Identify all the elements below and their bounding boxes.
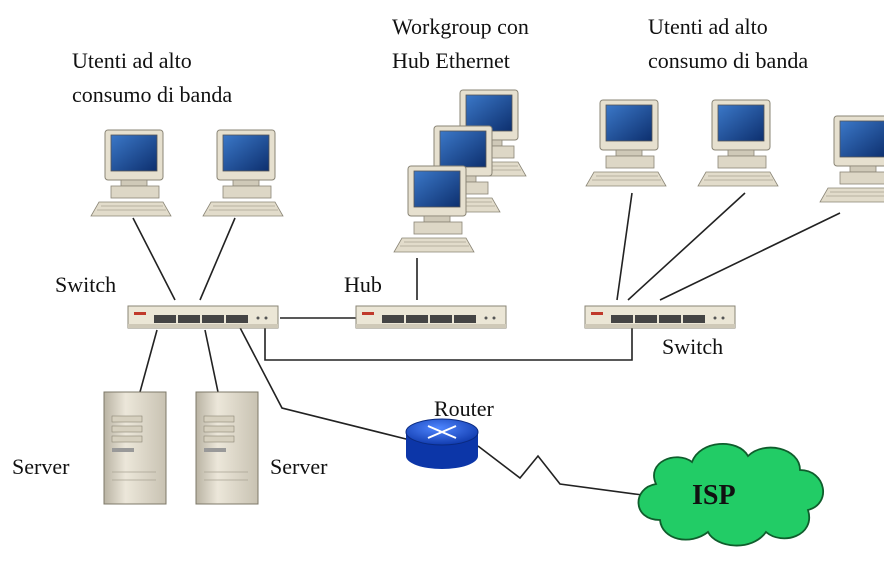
users-left-label-line1: Utenti ad alto [72, 48, 192, 73]
users-right-label-line1: Utenti ad alto [648, 14, 768, 39]
switch-right-label: Switch [662, 334, 724, 359]
workgroup-label-line1: Workgroup con [392, 14, 529, 39]
server-icon [103, 391, 167, 505]
hub-label: Hub [344, 272, 382, 297]
workstation-icon [697, 99, 779, 187]
users-right-label-line2: consumo di banda [648, 48, 809, 73]
workstation-icon [202, 129, 284, 217]
workstation-icon [90, 129, 172, 217]
workstation-icon [819, 115, 884, 203]
router-icon [405, 418, 479, 469]
workgroup-label-line2: Hub Ethernet [392, 48, 510, 73]
workstation-icon [585, 99, 667, 187]
switch-icon [127, 305, 279, 329]
switch-icon [584, 305, 736, 329]
server-left-label: Server [12, 454, 70, 479]
isp-label: ISP [692, 480, 736, 511]
connection-lines [132, 192, 841, 497]
switch-left-label: Switch [55, 272, 117, 297]
cloud-icon [637, 443, 824, 547]
users-left-label-line2: consumo di banda [72, 82, 233, 107]
router-label: Router [434, 396, 494, 421]
server-icon [195, 391, 259, 505]
hub-icon [355, 305, 507, 329]
server-right-label: Server [270, 454, 328, 479]
workstation-icon [393, 165, 475, 253]
